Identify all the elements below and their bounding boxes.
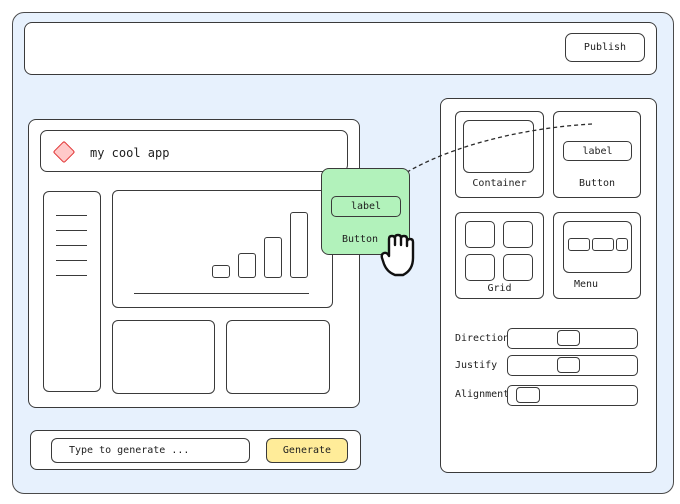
chart-bar (264, 237, 282, 278)
justify-toggle-knob[interactable] (557, 357, 580, 373)
button-preview-icon: label (563, 141, 632, 161)
header-bar (24, 22, 657, 75)
generate-prompt-input[interactable]: Type to generate ... (51, 438, 250, 463)
sidebar-line (56, 215, 87, 216)
direction-toggle-knob[interactable] (557, 330, 580, 346)
chart-bar (290, 212, 308, 278)
property-label-alignment: Alignment (455, 389, 510, 400)
menu-item-icon (568, 238, 590, 251)
menu-item-icon (592, 238, 614, 251)
preview-card-right (226, 320, 330, 394)
menu-item-icon (616, 238, 628, 251)
app-title: my cool app (90, 146, 170, 160)
sidebar-line (56, 230, 87, 231)
grid-cell-icon (465, 221, 495, 248)
grid-cell-icon (503, 221, 533, 248)
preview-card-left (112, 320, 215, 394)
app-title-bar (40, 130, 348, 172)
chart-bar (238, 253, 256, 278)
alignment-toggle-knob[interactable] (516, 387, 540, 403)
palette-tile-label: Container (472, 178, 527, 189)
palette-tile-label: Button (578, 178, 616, 189)
publish-button[interactable]: Publish (565, 33, 645, 62)
container-preview-icon (463, 120, 534, 173)
chart-bar (212, 265, 230, 278)
generate-button[interactable]: Generate (266, 438, 348, 463)
grid-cell-icon (503, 254, 533, 281)
sidebar-line (56, 245, 87, 246)
palette-tile-label: Grid (487, 283, 512, 294)
chart-baseline (134, 293, 309, 294)
palette-tile-label: Menu (573, 279, 599, 290)
grid-cell-icon (465, 254, 495, 281)
sidebar-line (56, 260, 87, 261)
preview-sidebar (43, 191, 101, 392)
dragged-button-preview: label (331, 196, 401, 217)
property-label-direction: Direction (455, 333, 510, 344)
sidebar-line (56, 275, 87, 276)
property-label-justify: Justify (455, 360, 498, 371)
dragged-component-label: Button (341, 234, 379, 245)
